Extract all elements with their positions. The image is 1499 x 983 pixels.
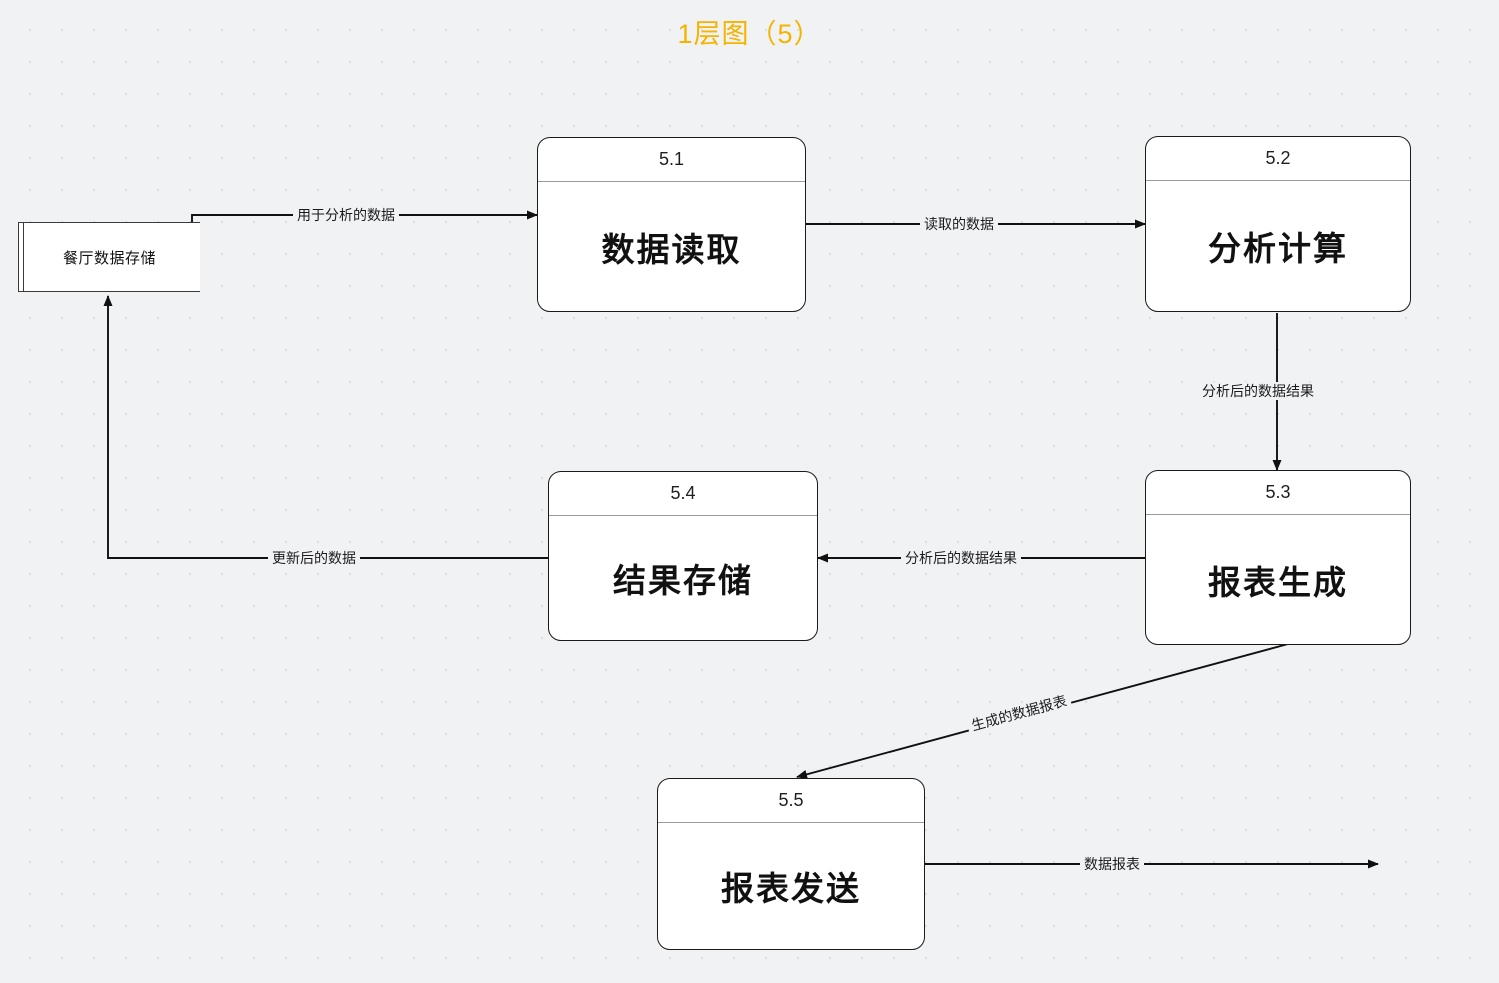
process-label: 报表生成 xyxy=(1208,563,1348,601)
flow-path-f5 xyxy=(103,295,548,559)
process-5-1[interactable]: 5.1 数据读取 xyxy=(537,137,806,312)
process-id: 5.3 xyxy=(1146,471,1410,515)
process-5-3[interactable]: 5.3 报表生成 xyxy=(1145,470,1411,645)
flow-label-f1: 用于分析的数据 xyxy=(293,206,399,224)
flow-label-f7: 数据报表 xyxy=(1080,855,1144,873)
process-5-4[interactable]: 5.4 结果存储 xyxy=(548,471,818,641)
process-5-5[interactable]: 5.5 报表发送 xyxy=(657,778,925,950)
process-id: 5.5 xyxy=(658,779,924,823)
process-label: 分析计算 xyxy=(1208,230,1348,267)
process-label: 结果存储 xyxy=(613,562,753,599)
data-store-restaurant[interactable]: 餐厅数据存储 xyxy=(18,222,200,292)
process-label: 数据读取 xyxy=(601,230,742,268)
flow-label-f3: 分析后的数据结果 xyxy=(1198,382,1318,400)
process-5-2[interactable]: 5.2 分析计算 xyxy=(1145,136,1411,312)
process-label: 报表发送 xyxy=(721,870,861,907)
flow-label-f5: 更新后的数据 xyxy=(268,549,360,567)
process-id: 5.1 xyxy=(538,138,805,182)
flow-label-f4: 分析后的数据结果 xyxy=(901,549,1021,567)
flow-label-f6: 生成的数据报表 xyxy=(965,690,1073,736)
flow-label-f2: 读取的数据 xyxy=(920,215,998,233)
process-id: 5.2 xyxy=(1146,137,1410,181)
process-id: 5.4 xyxy=(549,472,817,516)
data-store-label: 餐厅数据存储 xyxy=(62,249,156,267)
page-title: 1层图（5） xyxy=(677,19,822,49)
